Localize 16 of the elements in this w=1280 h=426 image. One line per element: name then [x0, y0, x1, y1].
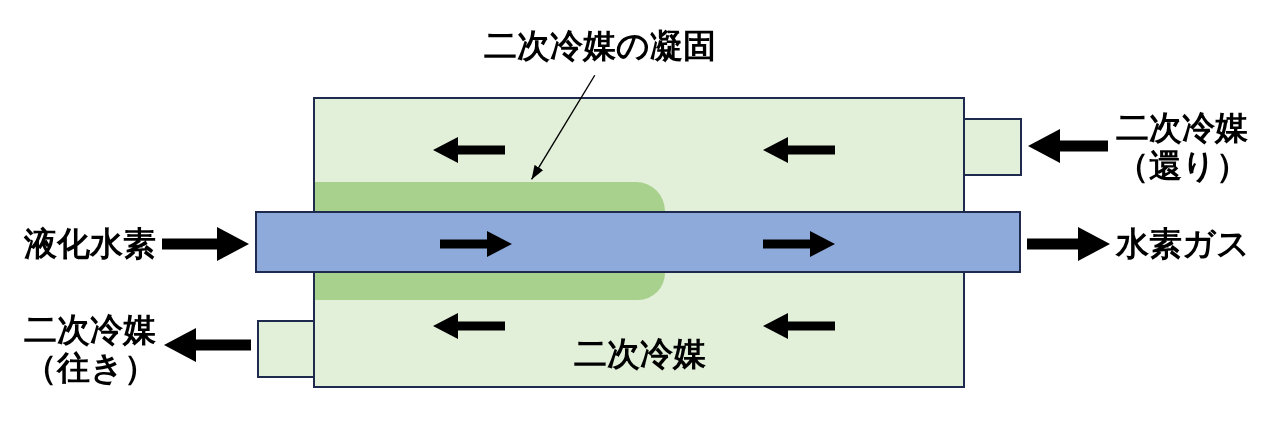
nozzle-port [257, 320, 315, 378]
region-label: 二次冷媒 [574, 335, 706, 373]
flow-label: 二次冷媒（往き） [22, 311, 158, 387]
inner-pipe [255, 211, 1021, 273]
flow-label: 液化水素 [24, 225, 156, 263]
flow-label: 水素ガス [1116, 225, 1250, 263]
flow-label: 二次冷媒（還り） [1114, 109, 1250, 185]
solidified-layer [315, 273, 665, 300]
flow-arrow [1028, 129, 1108, 163]
leader-line [530, 74, 596, 181]
nozzle-port [963, 118, 1022, 176]
flow-arrow [1027, 227, 1110, 261]
callout-label: 二次冷媒の凝固 [484, 27, 716, 65]
flow-arrow [164, 328, 251, 362]
solidified-layer [315, 182, 665, 211]
flow-arrow [162, 227, 249, 261]
